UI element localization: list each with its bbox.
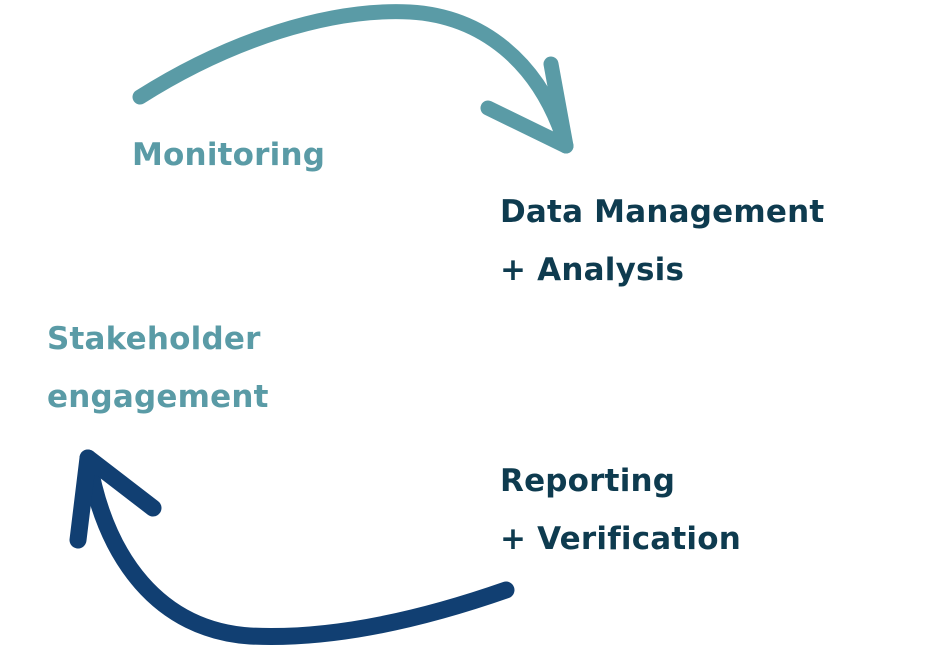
step-stakeholder-line1: Stakeholder: [47, 321, 261, 357]
step-monitoring-label: Monitoring: [132, 137, 326, 173]
arrow-top-icon: [132, 4, 574, 154]
step-data-management-line2: + Analysis: [500, 252, 685, 288]
step-reporting-line2: + Verification: [500, 521, 742, 557]
arrow-bottom-icon: [69, 449, 515, 645]
step-stakeholder-line2: engagement: [47, 379, 269, 415]
step-stakeholder-engagement: Stakeholder engagement: [47, 310, 269, 426]
step-data-management: Data Management + Analysis: [500, 183, 824, 299]
step-reporting-verification: Reporting + Verification: [500, 452, 741, 568]
step-monitoring: Monitoring: [132, 126, 325, 184]
step-reporting-line1: Reporting: [500, 463, 676, 499]
step-data-management-line1: Data Management: [500, 194, 825, 230]
